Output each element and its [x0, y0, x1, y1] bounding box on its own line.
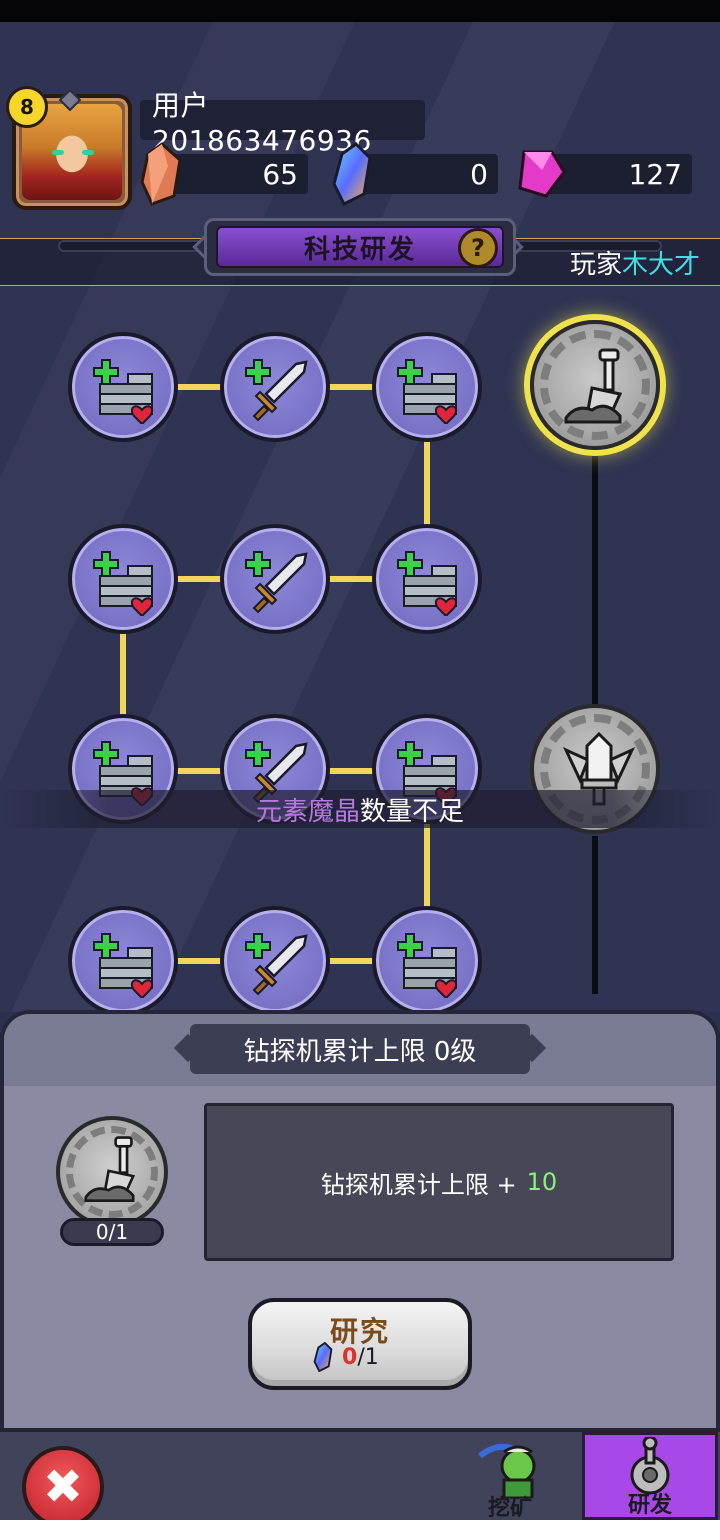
wall-heart-plus-icon [93, 359, 154, 424]
gem-count: 127 [628, 157, 682, 191]
tech-node-wall-heart[interactable] [68, 524, 178, 634]
detail-title: 钻探机累计上限 0级 [190, 1024, 530, 1074]
tab-research[interactable]: 研发 [582, 1432, 718, 1520]
crystal-count: 0 [470, 157, 488, 191]
tech-node-sword[interactable] [220, 906, 330, 1016]
sword-plus-icon [244, 932, 308, 996]
gear-lever-icon [630, 1437, 670, 1495]
sword-plus-icon [244, 358, 308, 422]
help-button[interactable]: ? [458, 228, 498, 268]
username: 用户201863476936 [140, 89, 425, 157]
toast-message: 元素魔晶数量不足 [0, 790, 720, 828]
wall-heart-plus-icon [397, 933, 458, 998]
tech-node-wall-heart[interactable] [372, 524, 482, 634]
player-tag: 玩家木大才 [569, 250, 700, 280]
shovel-icon [84, 1136, 136, 1203]
blue-crystal-icon [332, 142, 372, 206]
tab-mining[interactable]: 挖矿 [442, 1432, 578, 1520]
close-button[interactable]: ✖ [22, 1446, 104, 1528]
ore-crystal-icon [140, 142, 182, 206]
wall-heart-plus-icon [397, 551, 458, 616]
system-nav-bar [0, 1520, 720, 1540]
ore-count: 65 [262, 157, 298, 191]
status-bar [0, 0, 720, 22]
wall-heart-plus-icon [397, 359, 458, 424]
goblin-miner-icon [478, 1443, 536, 1498]
page-title: 科技研发 [216, 226, 504, 268]
sword-plus-icon [244, 550, 308, 614]
research-cost: 0/1 [310, 1342, 430, 1372]
research-button-label: 研究 [329, 1315, 390, 1348]
tech-node-sword[interactable] [220, 524, 330, 634]
pink-gem-icon [518, 150, 566, 198]
wall-heart-plus-icon [93, 551, 154, 616]
detail-progress: 0/1 [60, 1218, 164, 1246]
tech-node-wall-heart[interactable] [372, 906, 482, 1016]
detail-node [56, 1116, 168, 1228]
tech-node-wall-heart[interactable] [68, 906, 178, 1016]
description-box: 钻探机累计上限 +10 [204, 1103, 674, 1261]
tech-node-sword[interactable] [220, 332, 330, 442]
tech-node-wall-heart[interactable] [372, 332, 482, 442]
tech-node-wall-heart[interactable] [68, 332, 178, 442]
level-badge: 8 [6, 86, 48, 128]
wall-heart-plus-icon [93, 933, 154, 998]
gem-counter: 127 [546, 154, 692, 194]
crystal-counter: 0 [350, 154, 498, 194]
ore-counter: 65 [160, 154, 308, 194]
tech-node-shovel-selected[interactable] [530, 320, 660, 450]
blue-crystal-icon [313, 1342, 333, 1372]
shovel-icon [564, 348, 623, 424]
research-button[interactable] [248, 1298, 472, 1390]
